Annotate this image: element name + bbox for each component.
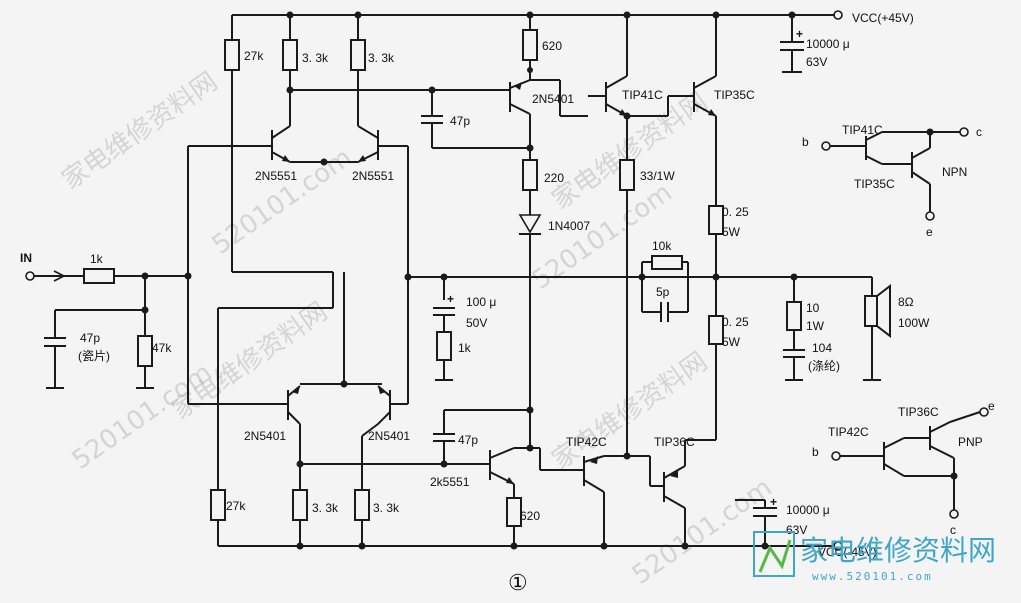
- q-2n5401-b-label: 2N5401: [368, 429, 410, 443]
- r-025-top-label: 0. 25: [722, 205, 749, 219]
- svg-text:+: +: [770, 495, 777, 509]
- npn-inset: TIP41C b c e TIP35C NPN: [802, 123, 982, 239]
- npn-b-label: b: [802, 135, 809, 149]
- pnp-c-label: c: [950, 523, 956, 537]
- d-1n4007-label: 1N4007: [548, 219, 590, 233]
- transistor-2n5401-right: [377, 385, 391, 425]
- r-27k-top-label: 27k: [244, 49, 264, 63]
- r-10-label: 10: [806, 301, 820, 315]
- transistor-tip36c: [663, 465, 686, 509]
- r-33k-b-label: 3. 3k: [368, 51, 395, 65]
- vcc-neg-terminal: [833, 541, 843, 551]
- q-2n5401-top-label: 2N5401: [532, 92, 574, 106]
- c-100u-label: 100 μ: [466, 295, 496, 309]
- watermark-url: 520101.com: [207, 143, 358, 261]
- r-620-bot-label: 620: [520, 509, 540, 523]
- diode-1n4007: [518, 214, 542, 235]
- r-33k-a-label: 3. 3k: [302, 51, 329, 65]
- q-2n5551-b-label: 2N5551: [352, 169, 394, 183]
- watermark: 家电维修资料网 520101.com 家电维修资料网 家电维修资料网 52010…: [57, 67, 778, 591]
- pnp-top-label: TIP36C: [898, 405, 939, 419]
- watermark-text: 家电维修资料网: [167, 297, 333, 426]
- r-33k-c-label: 3. 3k: [312, 501, 339, 515]
- c-47p-bot-label: 47p: [458, 433, 478, 447]
- transistor-2n5401-left: [287, 385, 301, 425]
- pnp-type-label: PNP: [958, 435, 983, 449]
- q-tip35c-label: TIP35C: [714, 88, 755, 102]
- transistor-tip41c: [605, 75, 628, 117]
- transistor-2n5401-vas: [509, 79, 531, 115]
- pnp-left-label: TIP42C: [828, 425, 869, 439]
- r-47k-label: 47k: [152, 341, 172, 355]
- transistor-tip35c: [693, 75, 717, 117]
- logo-url: www.520101.com: [812, 570, 933, 583]
- r-620-top-label: 620: [542, 39, 562, 53]
- transistor-2n5551-right: [357, 125, 379, 163]
- svg-text:+: +: [796, 27, 803, 41]
- c-10000-bot-label: 10000 μ: [786, 503, 830, 517]
- r-in-label: 1k: [90, 252, 104, 266]
- npn-bottom-label: TIP35C: [854, 177, 895, 191]
- r-220-label: 220: [544, 171, 564, 185]
- r-27k-bot-label: 27k: [226, 499, 246, 513]
- r-1k-label: 1k: [458, 341, 472, 355]
- speaker-ohm-label: 8Ω: [898, 295, 914, 309]
- watermark-text: 家电维修资料网: [57, 67, 223, 196]
- c-100u-v-label: 50V: [466, 316, 487, 330]
- r-025-bot-p-label: 5W: [722, 335, 741, 349]
- speaker-icon: [863, 277, 891, 381]
- c-10000-bot-v-label: 63V: [786, 523, 807, 537]
- npn-type-label: NPN: [942, 165, 967, 179]
- svg-text:+: +: [447, 292, 454, 306]
- transistor-tip42c: [583, 455, 605, 493]
- r-025-bot-label: 0. 25: [722, 315, 749, 329]
- c-in-label: 47p: [80, 331, 100, 345]
- vcc-neg-label: VCC(-45V): [818, 545, 877, 559]
- r-025-top-p-label: 5W: [722, 225, 741, 239]
- pnp-inset: TIP36C TIP42C b e c PNP: [812, 399, 995, 537]
- logo-text: 家电维修资料网: [800, 534, 996, 567]
- c-in-note: (瓷片): [78, 349, 110, 363]
- pnp-b-label: b: [812, 445, 819, 459]
- npn-e-label: e: [926, 225, 933, 239]
- figure-number: ①: [508, 571, 528, 596]
- q-2n5551-a-label: 2N5551: [255, 169, 297, 183]
- q-2k5551-label: 2k5551: [430, 475, 470, 489]
- c-104-note: (涤纶): [808, 359, 840, 373]
- q-tip42c-label: TIP42C: [566, 435, 607, 449]
- input-terminal: [25, 271, 35, 281]
- r-33-1w-label: 33/1W: [640, 169, 675, 183]
- r-10k-label: 10k: [652, 239, 672, 253]
- c-10000-top-label: 10000 μ: [806, 37, 850, 51]
- pnp-e-label: e: [988, 399, 995, 413]
- c-47p-top-label: 47p: [450, 114, 470, 128]
- c-10000-top-v-label: 63V: [806, 55, 827, 69]
- transistor-2n5551-left: [271, 125, 291, 163]
- site-logo: 家电维修资料网 www.520101.com: [753, 531, 996, 583]
- c-104-label: 104: [812, 341, 832, 355]
- r-10-p-label: 1W: [806, 319, 825, 333]
- transistor-2k5551: [489, 447, 515, 485]
- vcc-pos-label: VCC(+45V): [852, 11, 914, 25]
- q-tip41c-label: TIP41C: [622, 88, 663, 102]
- npn-top-label: TIP41C: [842, 123, 883, 137]
- watermark-text: 家电维修资料网: [547, 87, 713, 216]
- npn-c-label: c: [976, 125, 982, 139]
- speaker-power-label: 100W: [898, 316, 930, 330]
- c-5p-label: 5p: [656, 285, 670, 299]
- q-tip36c-label: TIP36C: [654, 435, 695, 449]
- q-2n5401-a-label: 2N5401: [244, 429, 286, 443]
- vcc-pos-terminal: [833, 10, 843, 20]
- r-33k-d-label: 3. 3k: [373, 501, 400, 515]
- input-label: IN: [20, 251, 32, 265]
